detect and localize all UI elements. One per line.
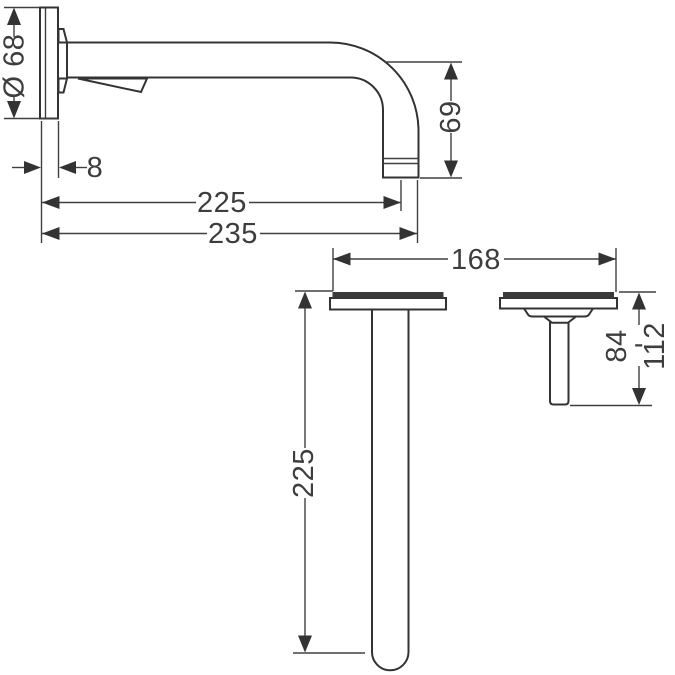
arrowhead-right xyxy=(383,196,401,209)
dim-label-plate-depth: 8 xyxy=(87,152,104,184)
spout-plan-plate xyxy=(329,297,447,311)
arrowhead-down xyxy=(7,101,21,119)
plan-view-spout xyxy=(329,292,447,672)
arrowhead-down xyxy=(298,635,312,653)
collar-step-top xyxy=(57,28,69,44)
arrowhead-up xyxy=(444,62,458,80)
arrowhead-up xyxy=(7,7,21,25)
spout-plan-plate-band xyxy=(332,292,444,299)
dim-spread: 168 xyxy=(332,244,617,292)
dim-label-plan-spout-length: 225 xyxy=(288,448,320,498)
dim-label-overall-reach: 235 xyxy=(208,218,258,250)
handle-lever-stem xyxy=(549,317,570,406)
spout-body-outline xyxy=(66,41,420,179)
wall-plate xyxy=(39,6,59,120)
arrowhead-down xyxy=(632,388,646,405)
arrowhead-left xyxy=(333,252,351,266)
arrowhead-right xyxy=(598,252,616,266)
arrowhead-right xyxy=(399,227,417,240)
handle-plan-plate-band xyxy=(503,292,614,299)
plan-view-handle xyxy=(499,292,618,406)
arrowhead-up xyxy=(298,291,312,309)
dim-handle-projection: 84 - 112 xyxy=(570,291,671,407)
arrowhead-down xyxy=(444,160,458,178)
dim-label-range-separator: - xyxy=(634,328,644,360)
arrowhead-right xyxy=(24,161,41,174)
dim-label-spout-drop: 69 xyxy=(435,100,467,133)
arrowhead-left xyxy=(42,227,60,240)
dim-plan-spout-length: 225 xyxy=(288,290,365,654)
dim-spout-drop: 69 xyxy=(385,61,467,179)
dim-label-handle-projection-max: 112 xyxy=(639,322,671,370)
dim-spout-reach: 225 xyxy=(42,180,402,219)
handle-base-trapezoid xyxy=(522,307,595,318)
dim-label-handle-projection-min: 84 xyxy=(601,329,633,362)
handle-plan-plate xyxy=(499,297,618,310)
dim-plate-diameter: Ø 68 xyxy=(0,6,58,120)
flow-guide-wedge xyxy=(77,77,149,94)
arrowhead-up xyxy=(632,292,646,310)
dim-label-spout-reach: 225 xyxy=(197,187,247,219)
dim-overall-reach: 235 xyxy=(42,180,419,250)
dim-label-spread: 168 xyxy=(451,244,501,276)
dim-plate-depth: 8 xyxy=(12,121,103,243)
arrowhead-left xyxy=(59,161,76,174)
collar-step-bottom xyxy=(57,77,69,94)
arrowhead-left xyxy=(42,196,60,209)
spout-plan-stem xyxy=(371,309,410,672)
dim-label-plate-diameter: Ø 68 xyxy=(0,34,31,99)
